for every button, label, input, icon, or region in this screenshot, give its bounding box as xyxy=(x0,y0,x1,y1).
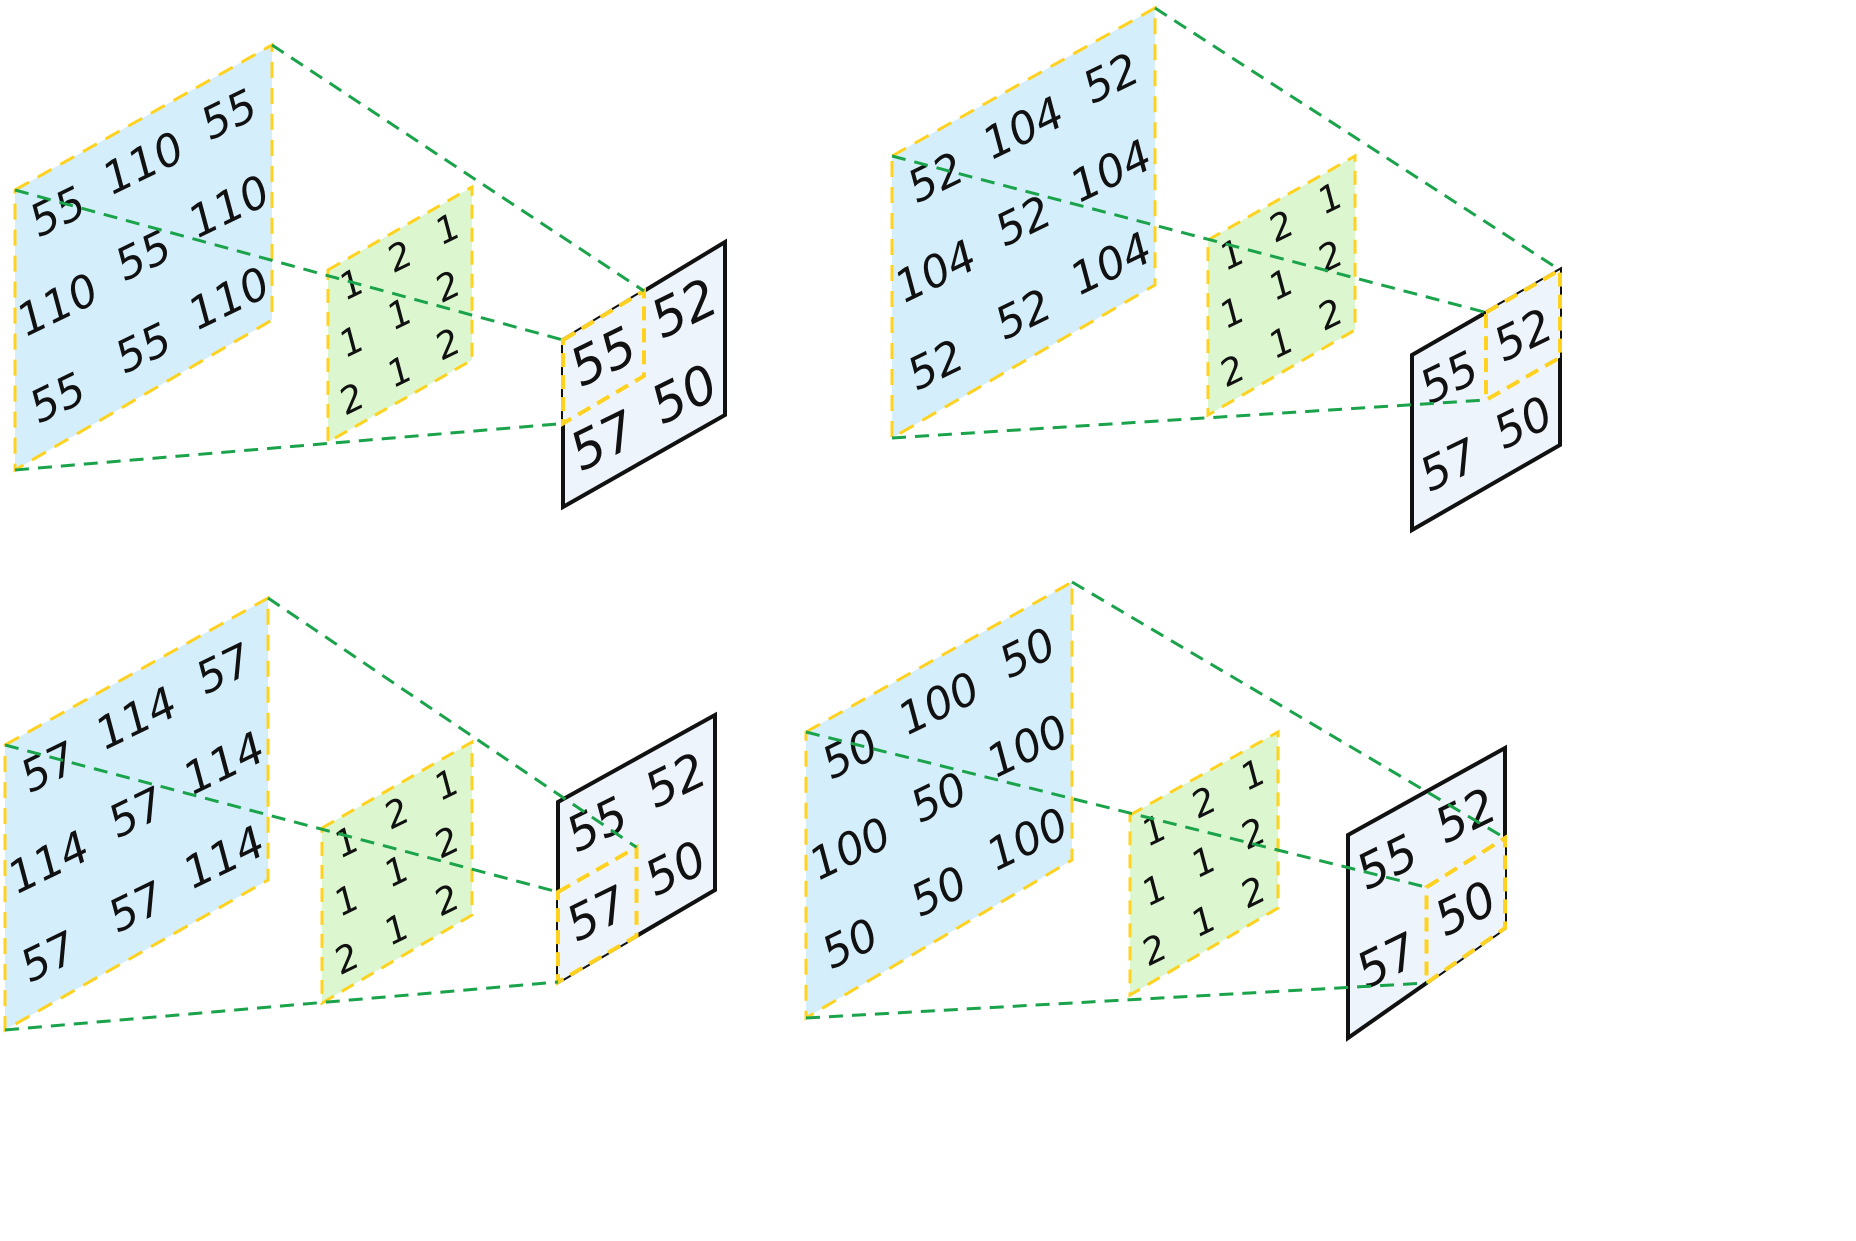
input-grid xyxy=(3,595,270,1033)
projection-line xyxy=(4,743,559,894)
projection-line xyxy=(14,422,564,472)
projection-line xyxy=(891,398,1487,440)
projection-line xyxy=(805,730,1427,889)
output-highlight-cell xyxy=(561,287,646,427)
input-grid xyxy=(13,42,274,473)
output-highlight-cell xyxy=(556,843,639,986)
projection-line xyxy=(1071,580,1506,840)
kernel-grid xyxy=(1128,729,1280,998)
kernel-grid xyxy=(326,184,474,445)
kernel-grid xyxy=(320,739,474,1006)
input-grid xyxy=(890,5,1157,441)
kernel-grid xyxy=(1206,153,1357,418)
projection-line xyxy=(4,980,559,1032)
projection-line xyxy=(271,43,645,293)
output-highlight-cell xyxy=(1424,834,1507,987)
projection-line xyxy=(267,596,638,849)
projection-line xyxy=(891,154,1487,314)
projection-line xyxy=(1154,6,1561,272)
output-highlight-cell xyxy=(1484,266,1562,404)
projection-line xyxy=(805,981,1427,1020)
projection-line xyxy=(14,188,564,342)
input-grid xyxy=(804,579,1074,1021)
